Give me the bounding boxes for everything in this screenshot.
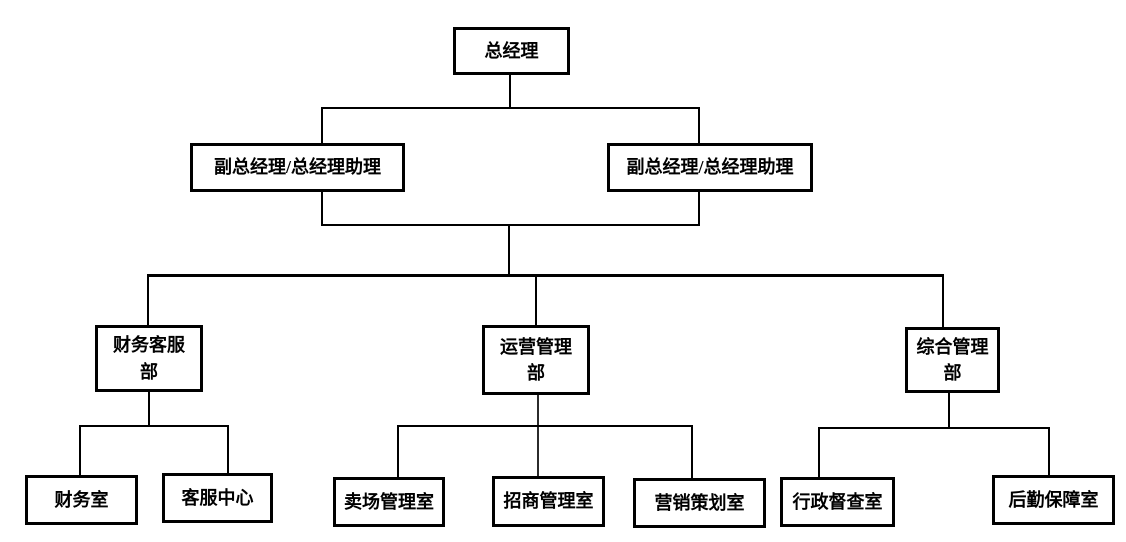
connector-dept-general-riser — [942, 274, 944, 327]
connector-dept-ops-riser — [535, 274, 537, 325]
node-general-manager[interactable]: 总经理 — [453, 27, 570, 75]
connector-dept-finance-drop — [148, 392, 150, 426]
node-dept-ops[interactable]: 运营管理 部 — [482, 325, 590, 395]
node-office-marketing[interactable]: 营销策划室 — [633, 478, 766, 528]
node-office-logistics[interactable]: 后勤保障室 — [992, 475, 1115, 525]
connector-vp-left-riser — [321, 107, 323, 143]
connector-general-bus — [818, 427, 1050, 429]
node-vp-right[interactable]: 副总经理/总经理助理 — [607, 143, 813, 192]
connector-vp-right-riser — [698, 107, 700, 143]
connector-dept-general-drop — [948, 393, 950, 428]
node-dept-general[interactable]: 综合管理 部 — [905, 327, 1000, 393]
connector-vp-left-drop — [321, 192, 323, 226]
connector-office-finance-drop — [79, 425, 81, 475]
connector-l2-bus-bottom — [321, 224, 700, 226]
connector-office-store-drop — [397, 425, 399, 477]
node-office-store[interactable]: 卖场管理室 — [333, 477, 445, 527]
connector-ops-bus — [397, 425, 693, 427]
node-office-merchant[interactable]: 招商管理室 — [492, 476, 605, 527]
connector-office-admin-drop — [818, 427, 820, 477]
connector-office-logistics-drop — [1048, 427, 1050, 475]
connector-office-cs-drop — [227, 425, 229, 473]
connector-gm-drop — [509, 75, 511, 109]
connector-l2-bus-top — [321, 107, 700, 109]
node-vp-left[interactable]: 副总经理/总经理助理 — [190, 143, 405, 192]
connector-dept-finance-riser — [147, 274, 149, 325]
connector-vp-right-drop — [698, 192, 700, 226]
connector-center-drop — [508, 224, 510, 276]
node-office-admin[interactable]: 行政督查室 — [780, 477, 895, 527]
node-office-finance[interactable]: 财务室 — [25, 475, 138, 525]
connector-finance-bus — [79, 425, 229, 427]
connector-office-marketing-drop — [691, 425, 693, 478]
node-office-cs[interactable]: 客服中心 — [162, 473, 273, 523]
connector-office-merchant-drop — [537, 395, 539, 476]
node-dept-finance-cs[interactable]: 财务客服 部 — [95, 325, 203, 392]
connector-l3-bus — [147, 274, 944, 277]
